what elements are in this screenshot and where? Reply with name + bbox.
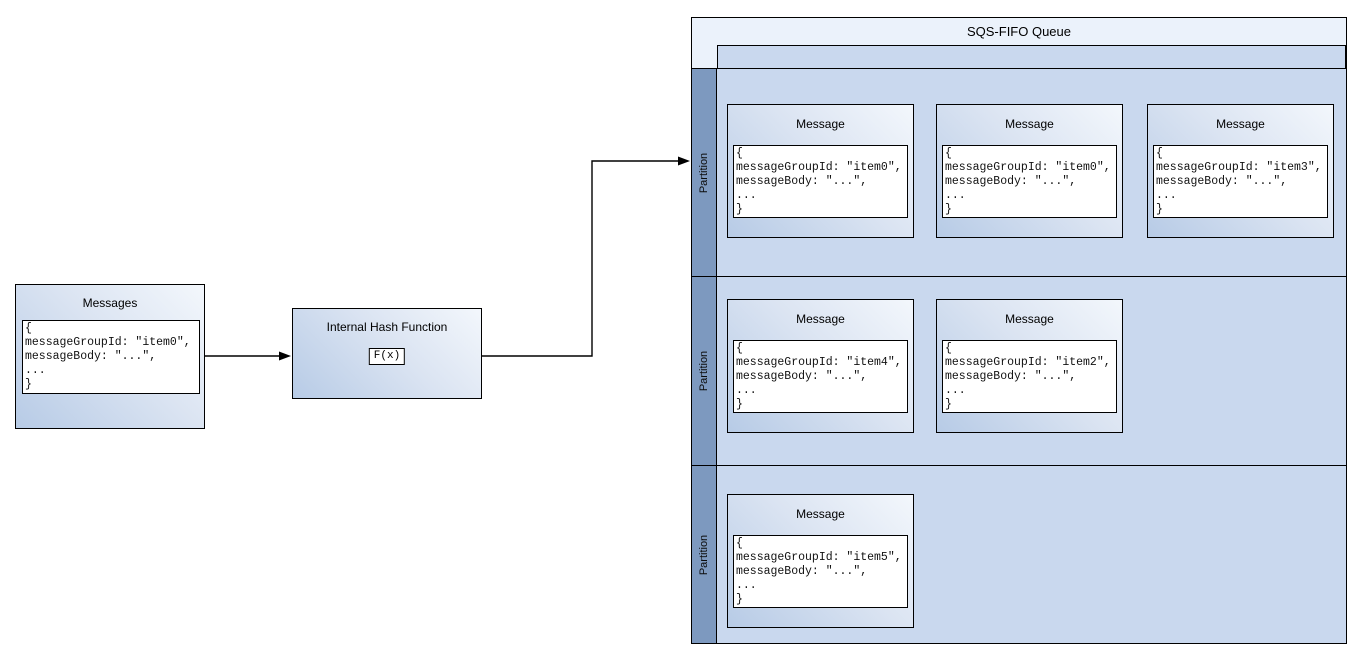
message-card-p2-m1: Message { messageGroupId: "item4", messa… — [727, 299, 914, 433]
message-title: Message — [1005, 312, 1054, 326]
message-card-p1-m1: Message { messageGroupId: "item0", messa… — [727, 104, 914, 238]
queue-title: SQS-FIFO Queue — [966, 24, 1072, 39]
arrowhead-to-hash — [279, 351, 291, 361]
message-title: Message — [1216, 117, 1265, 131]
message-code-box: { messageGroupId: "item0", messageBody: … — [733, 145, 908, 218]
partition-lane-3: Partition Message { messageGroupId: "ite… — [692, 465, 1346, 643]
message-card-p3-m1: Message { messageGroupId: "item5", messa… — [727, 494, 914, 628]
message-code-text: { messageGroupId: "item4", messageBody: … — [736, 342, 902, 411]
messages-code-text: { messageGroupId: "item0", messageBody: … — [25, 322, 191, 391]
hash-function-title: Internal Hash Function — [326, 320, 448, 334]
message-code-text: { messageGroupId: "item0", messageBody: … — [736, 147, 902, 216]
message-title: Message — [1005, 117, 1054, 131]
message-code-text: { messageGroupId: "item2", messageBody: … — [945, 342, 1111, 411]
partition-1-label-strip: Partition — [692, 69, 717, 276]
partition-lane-2: Partition Message { messageGroupId: "ite… — [692, 276, 1346, 465]
message-card-p1-m3: Message { messageGroupId: "item3", messa… — [1147, 104, 1334, 238]
queue-inner-header-strip — [717, 45, 1346, 69]
message-card-p2-m2: Message { messageGroupId: "item2", messa… — [936, 299, 1123, 433]
partition-3-label: Partition — [698, 534, 711, 575]
messages-node-title: Messages — [82, 296, 138, 310]
partition-3-label-strip: Partition — [692, 466, 717, 643]
message-code-box: { messageGroupId: "item0", messageBody: … — [942, 145, 1117, 218]
hash-formula-box: F(x) — [368, 348, 406, 365]
message-code-box: { messageGroupId: "item3", messageBody: … — [1153, 145, 1328, 218]
partition-lane-1: Partition Message { messageGroupId: "ite… — [692, 68, 1346, 276]
message-title: Message — [796, 507, 845, 521]
message-code-text: { messageGroupId: "item5", messageBody: … — [736, 537, 902, 606]
messages-code-box: { messageGroupId: "item0", messageBody: … — [22, 320, 200, 394]
message-code-box: { messageGroupId: "item5", messageBody: … — [733, 535, 908, 608]
message-code-text: { messageGroupId: "item0", messageBody: … — [945, 147, 1111, 216]
message-code-box: { messageGroupId: "item2", messageBody: … — [942, 340, 1117, 413]
message-code-text: { messageGroupId: "item3", messageBody: … — [1156, 147, 1322, 216]
message-title: Message — [796, 312, 845, 326]
hash-function-node: Internal Hash Function F(x) — [292, 308, 482, 399]
message-code-box: { messageGroupId: "item4", messageBody: … — [733, 340, 908, 413]
message-title: Message — [796, 117, 845, 131]
partition-2-label: Partition — [698, 350, 711, 392]
messages-node: Messages { messageGroupId: "item0", mess… — [15, 284, 205, 429]
partition-1-label: Partition — [698, 152, 711, 193]
arrowhead-to-queue — [678, 156, 690, 166]
message-card-p1-m2: Message { messageGroupId: "item0", messa… — [936, 104, 1123, 238]
arrow-hash-to-queue — [481, 160, 678, 357]
partition-2-label-strip: Partition — [692, 277, 717, 465]
sqs-fifo-queue-container: SQS-FIFO Queue Partition Message { messa… — [691, 17, 1347, 644]
